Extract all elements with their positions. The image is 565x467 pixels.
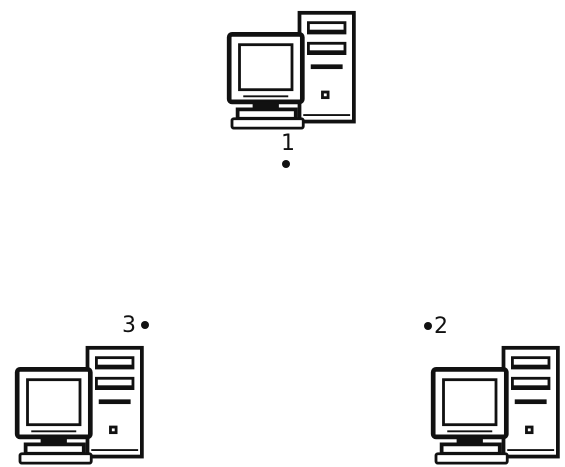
desktop-computer-icon xyxy=(222,10,362,130)
node-1-label: 1 xyxy=(281,133,295,155)
desktop-computer-icon xyxy=(10,345,150,465)
node-3-label: 3 xyxy=(122,315,136,337)
node-1-connector-dot xyxy=(282,160,290,168)
node-2-label: 2 xyxy=(434,316,448,338)
node-2-connector-dot xyxy=(424,322,432,330)
node-3-connector-dot xyxy=(141,321,149,329)
desktop-computer-icon xyxy=(426,345,565,465)
